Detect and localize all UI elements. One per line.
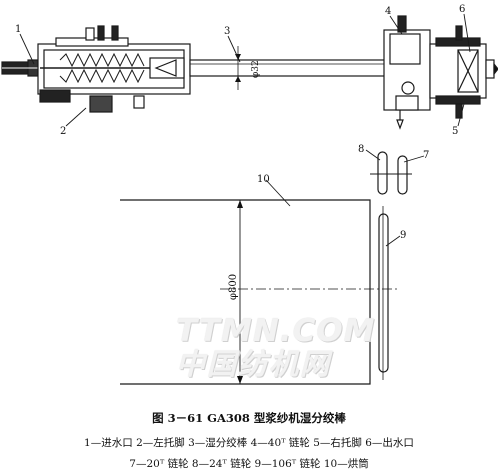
callout-7: 7 [423, 150, 429, 161]
watermark-text-cn: 中国纺机网 [176, 347, 332, 381]
sprocket-106t [378, 206, 389, 380]
callout-9: 9 [400, 230, 406, 241]
watermark-text: TTMN.COM [176, 313, 376, 349]
callout-5: 5 [452, 126, 458, 137]
water-inlet-pipe [1, 59, 40, 77]
figure-caption: 图 3－61 GA308 型浆纱机湿分绞棒 [152, 411, 346, 425]
cylinder-diameter-label: φ800 [228, 274, 239, 300]
callout-2: 2 [60, 126, 66, 137]
callout-1: 1 [15, 24, 21, 35]
callout-3: 3 [224, 26, 230, 37]
wet-split-rod [189, 57, 413, 79]
sprocket-24t [370, 151, 394, 195]
drying-cylinder [120, 199, 400, 385]
leader-lines [19, 13, 471, 247]
right-support-assembly [383, 15, 498, 130]
callout-6: 6 [459, 4, 465, 15]
callout-10: 10 [257, 174, 270, 185]
callout-8: 8 [358, 144, 364, 155]
callout-4: 4 [385, 6, 391, 17]
legend-line-2: 7—20ᵀ 链轮 8—24ᵀ 链轮 9—106ᵀ 链轮 10—烘筒 [129, 458, 369, 470]
rod-diameter-label: φ32 [251, 60, 261, 78]
sprocket-20t [392, 155, 412, 195]
left-support-housing [37, 25, 191, 113]
legend-line-1: 1—进水口 2—左托脚 3—湿分绞棒 4—40ᵀ 链轮 5—右托脚 6—出水口 [84, 437, 414, 449]
